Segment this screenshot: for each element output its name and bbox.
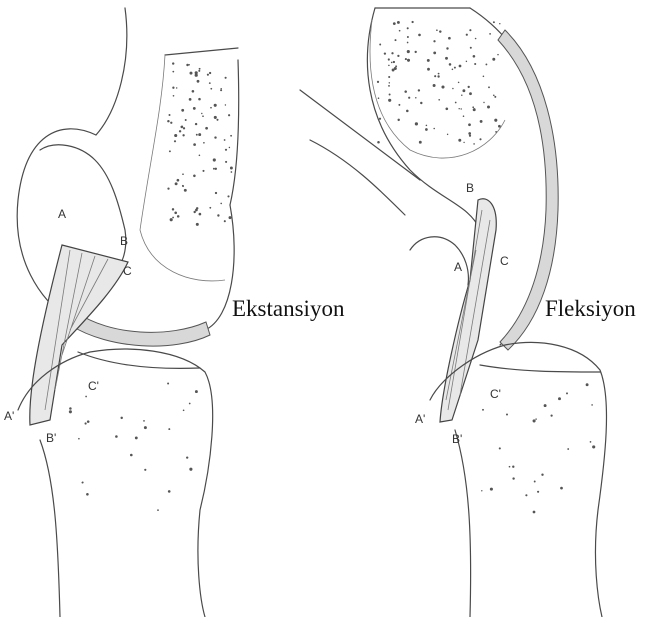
label-left-A-prime: A' — [4, 409, 14, 423]
caption-extension: Ekstansiyon — [232, 296, 344, 322]
label-right-B: B — [466, 181, 474, 195]
label-right-A: A — [454, 260, 462, 274]
tibial-plateau-left — [78, 352, 200, 368]
tibial-plateau-right — [480, 365, 600, 372]
label-right-B-prime: B' — [452, 432, 462, 446]
femur-shaft-left — [96, 8, 239, 205]
label-right-C-prime: C' — [490, 387, 501, 401]
label-right-A-prime: A' — [415, 412, 425, 426]
label-left-B-prime: B' — [46, 431, 56, 445]
label-left-B: B — [120, 234, 128, 248]
extension-knee-drawing — [17, 8, 239, 617]
cartilage-band-left — [70, 312, 210, 346]
label-left-C: C — [123, 264, 132, 278]
label-left-A: A — [58, 207, 66, 221]
cancellous-region-right — [370, 20, 505, 158]
femur-shaft-right — [300, 8, 470, 215]
label-left-C-prime: C' — [88, 379, 99, 393]
cancellous-region-left — [140, 55, 225, 281]
label-right-C: C — [500, 254, 509, 268]
caption-flexion: Fleksiyon — [545, 296, 636, 322]
bone-texture-dots — [69, 21, 595, 513]
